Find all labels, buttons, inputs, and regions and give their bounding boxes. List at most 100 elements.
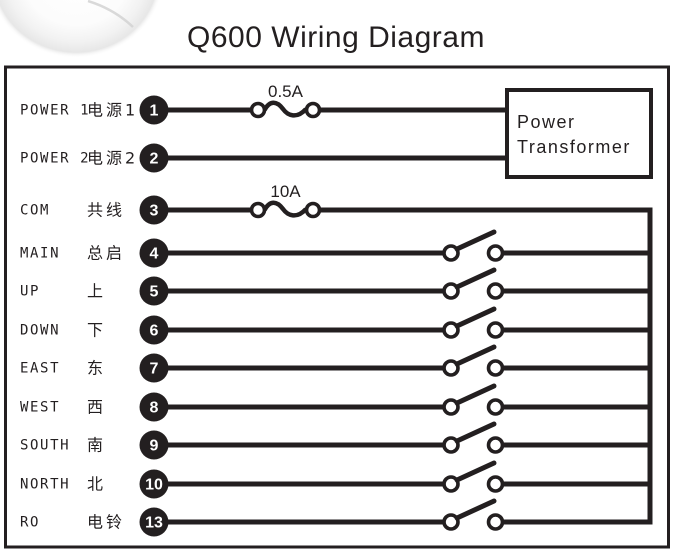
row-ro-label-en: RO [20, 515, 40, 531]
terminal-circle-1 [139, 95, 169, 125]
row-west-label-zh: 西 [87, 398, 106, 417]
switch-blade [454, 267, 497, 290]
photo-blob-shape [0, 0, 161, 58]
diagram-border [4, 65, 670, 549]
row-east: EAST 东 7 [20, 344, 653, 383]
switch-contact-right [486, 398, 505, 416]
switch-contact-right [486, 475, 505, 493]
fuse-wave [262, 200, 308, 218]
switch-icon [442, 498, 505, 531]
terminal-circle-9 [139, 430, 169, 460]
fuse-rating-power1: 0.5A [268, 82, 304, 101]
terminal-circle-5 [139, 276, 169, 306]
row-down: DOWN 下 6 [20, 306, 653, 345]
switch-contact-left [442, 513, 460, 531]
row-east-label-en: EAST [20, 361, 60, 377]
row-down-label-zh: 下 [87, 321, 106, 340]
switch-blade [454, 229, 497, 252]
terminal-number-13: 13 [145, 515, 163, 532]
terminal-number-2: 2 [150, 151, 159, 168]
switch-icon [442, 460, 505, 493]
terminal-number-10: 10 [145, 477, 163, 494]
terminal-number-8: 8 [150, 400, 159, 417]
photo-rim-arc [87, 0, 134, 28]
switch-contact-right [486, 359, 505, 377]
fuse-wave [262, 100, 308, 118]
switch-blade [454, 383, 497, 406]
switch-contact-left [442, 321, 460, 339]
row-power2-label-zh: 电源2 [87, 149, 138, 168]
row-com-label-zh: 共线 [87, 201, 125, 220]
terminal-circle-4 [139, 238, 169, 268]
fuse-contact-right [304, 201, 322, 219]
fuse-icon [249, 100, 322, 119]
row-north: NORTH 北 10 [20, 460, 653, 499]
terminal-circle-8 [139, 392, 169, 422]
terminal-number-3: 3 [150, 203, 159, 220]
terminal-circle-3 [139, 195, 169, 225]
switch-icon [442, 229, 505, 262]
row-south-label-zh: 南 [87, 436, 106, 455]
row-down-label-en: DOWN [20, 323, 60, 339]
row-west-label-en: WEST [20, 400, 60, 416]
cropped-photo-fragment [0, 0, 161, 58]
power-transformer-label-line1: Power [517, 112, 576, 132]
row-north-label-en: NORTH [20, 477, 70, 493]
switch-contact-right [486, 321, 505, 339]
fuse-icon [249, 200, 322, 219]
switch-icon [442, 344, 505, 377]
fuse-contact-right [304, 101, 322, 119]
power-transformer-label-line2: Transformer [517, 137, 631, 157]
terminal-circle-7 [139, 353, 169, 383]
power-transformer-outline [505, 88, 653, 179]
row-east-label-zh: 东 [87, 359, 106, 378]
switch-contact-left [442, 244, 460, 262]
switch-contact-left [442, 359, 460, 377]
switch-contact-right [486, 513, 505, 531]
row-up-label-en: UP [20, 284, 40, 300]
switch-blade [454, 498, 497, 521]
row-power2: POWER 2 电源2 2 [20, 143, 509, 173]
switch-contact-right [486, 244, 505, 262]
switch-icon [442, 383, 505, 416]
row-north-label-zh: 北 [87, 475, 106, 494]
row-up-label-zh: 上 [87, 282, 106, 301]
fuse-contact-left [249, 101, 267, 119]
terminal-number-6: 6 [150, 323, 159, 340]
switch-contact-right [486, 436, 505, 454]
terminal-circle-2 [139, 143, 169, 173]
row-main-label-en: MAIN [20, 246, 60, 262]
terminal-number-1: 1 [150, 103, 159, 120]
row-south-label-en: SOUTH [20, 438, 70, 454]
terminal-circle-13 [139, 507, 169, 537]
row-ro-label-zh: 电铃 [87, 513, 125, 532]
terminal-circle-10 [139, 469, 169, 499]
switch-icon [442, 421, 505, 454]
switch-contact-left [442, 398, 460, 416]
row-power2-label-en: POWER 2 [20, 151, 90, 167]
terminal-circle-6 [139, 315, 169, 345]
switch-blade [454, 460, 497, 483]
switch-blade [454, 306, 497, 329]
row-west: WEST 西 8 [20, 383, 653, 422]
row-up: UP 上 5 [20, 267, 653, 306]
row-power1-label-zh: 电源1 [87, 101, 138, 120]
row-main: MAIN 总启 4 [20, 229, 653, 268]
fuse-rating-com: 10A [270, 182, 301, 201]
row-com-label-en: COM [20, 203, 50, 219]
switch-blade [454, 421, 497, 444]
row-power1: POWER 1 电源1 1 0.5A [20, 82, 509, 125]
fuse-contact-left [249, 201, 267, 219]
row-power1-label-en: POWER 1 [20, 103, 90, 119]
switch-contact-left [442, 436, 460, 454]
power-transformer-box: Power Transformer [505, 88, 653, 179]
switch-icon [442, 306, 505, 339]
terminal-number-5: 5 [150, 284, 159, 301]
row-ro: RO 电铃 13 [20, 498, 653, 537]
terminal-number-7: 7 [150, 361, 159, 378]
row-south: SOUTH 南 9 [20, 421, 653, 460]
row-com: COM 共线 3 10A [20, 182, 653, 225]
switch-contact-left [442, 475, 460, 493]
